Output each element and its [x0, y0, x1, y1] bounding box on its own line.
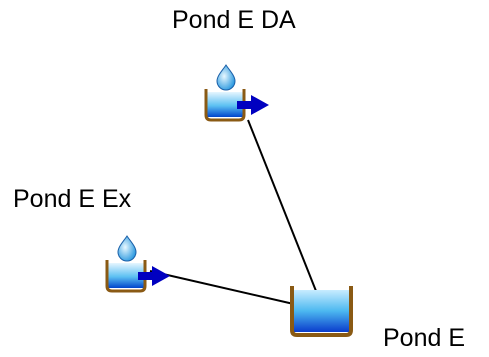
subbasin-label-pond-e-ex: Pond E Ex: [13, 185, 132, 213]
reservoir-label-pond-e: Pond E: [383, 324, 466, 352]
subbasin-pond-e-da[interactable]: [204, 64, 269, 122]
connector-ex-to-pond[interactable]: [149, 270, 299, 306]
subbasin-icon: [204, 64, 269, 122]
subbasin-icon: [105, 235, 170, 293]
water-drop-icon: [117, 235, 137, 262]
reservoir-icon: [290, 286, 353, 337]
connector-da-to-pond[interactable]: [247, 119, 319, 297]
reservoir-pond-e[interactable]: [290, 286, 353, 337]
water-drop-icon: [216, 64, 236, 91]
subbasin-pond-e-ex[interactable]: [105, 235, 170, 293]
subbasin-label-pond-e-da: Pond E DA: [172, 6, 296, 34]
